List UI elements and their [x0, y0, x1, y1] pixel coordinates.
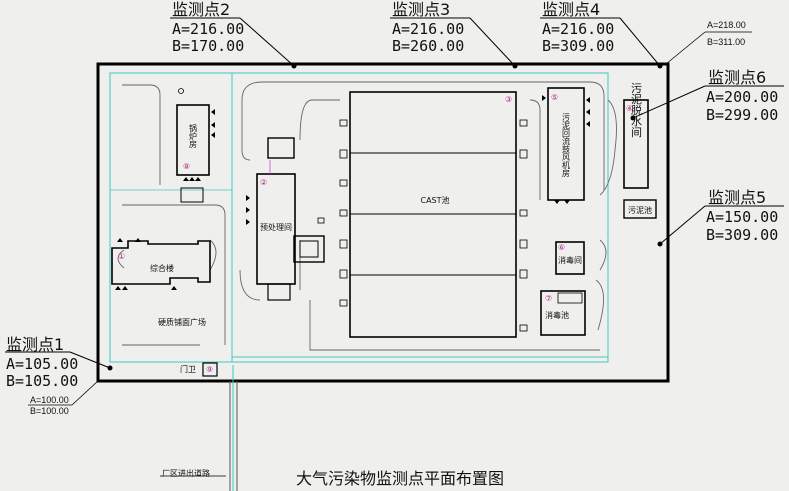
svg-text:A=216.00: A=216.00 [172, 20, 244, 38]
svg-text:B=100.00: B=100.00 [30, 406, 69, 416]
monitoring-point-6: 监测点6 A=200.00 B=299.00 [630, 68, 784, 124]
plaza-label: 硬质铺面广场 [158, 317, 206, 327]
boiler-room [176, 88, 215, 203]
monitoring-point-3: 监测点3 A=216.00 B=260.00 [390, 0, 518, 69]
road-label: 厂区进出道路 [162, 468, 210, 478]
disinfection-pool [540, 290, 586, 336]
circle-num-6: ⑥ [558, 243, 565, 252]
corner-top-right: A=218.00 B=311.00 [665, 20, 752, 65]
monitoring-point-5: 监测点5 A=150.00 B=309.00 [657, 188, 784, 247]
svg-text:B=299.00: B=299.00 [706, 106, 778, 124]
circle-num-9: ⑨ [206, 365, 213, 374]
circle-num-5: ⑤ [551, 93, 558, 102]
svg-text:A=216.00: A=216.00 [542, 20, 614, 38]
svg-text:监测点3: 监测点3 [392, 0, 450, 19]
disinfection-room [555, 241, 585, 275]
office-building [111, 238, 211, 290]
monitoring-point-2: 监测点2 A=216.00 B=170.00 [170, 0, 297, 69]
circle-num-2: ② [260, 178, 267, 187]
sludge-pool-label: 污泥池 [628, 205, 652, 215]
pretreatment-building [246, 137, 325, 301]
blower-room [542, 87, 590, 204]
svg-text:A=105.00: A=105.00 [6, 355, 78, 373]
circle-num-7: ⑦ [545, 294, 552, 303]
disinfection-pool-label: 消毒池 [545, 310, 569, 320]
cast-tank [317, 91, 528, 338]
svg-text:A=218.00: A=218.00 [707, 20, 746, 30]
svg-text:监测点2: 监测点2 [172, 0, 230, 19]
pretreatment-label: 预处理间 [260, 222, 292, 232]
circle-num-3: ③ [505, 95, 512, 104]
svg-text:监测点1: 监测点1 [6, 335, 64, 354]
entrance-road [229, 365, 238, 491]
dewatering-label: 污泥脱水间 [630, 82, 643, 138]
gate-label: 门卫 [180, 364, 196, 374]
svg-text:B=260.00: B=260.00 [392, 37, 464, 55]
boiler-room-label: 锅炉房 [189, 123, 198, 149]
gate-house [202, 362, 218, 377]
circle-num-4: ④ [626, 104, 633, 113]
sludge-pool [623, 199, 657, 219]
dewatering-room [623, 99, 649, 189]
svg-text:监测点5: 监测点5 [708, 188, 766, 207]
svg-text:监测点6: 监测点6 [708, 68, 766, 87]
svg-text:B=309.00: B=309.00 [542, 37, 614, 55]
svg-text:监测点4: 监测点4 [542, 0, 600, 19]
monitoring-point-4: 监测点4 A=216.00 B=309.00 [540, 0, 663, 69]
disinfection-room-label: 消毒间 [558, 255, 582, 265]
svg-text:B=311.00: B=311.00 [707, 37, 745, 47]
svg-text:B=309.00: B=309.00 [706, 226, 778, 244]
svg-text:A=216.00: A=216.00 [392, 20, 464, 38]
corner-bottom-left: A=100.00 B=100.00 [28, 380, 99, 416]
svg-text:B=170.00: B=170.00 [172, 37, 244, 55]
blower-room-label: 污泥回流鼓风机房 [562, 112, 571, 178]
circle-num-8: ⑧ [183, 162, 190, 171]
svg-text:A=100.00: A=100.00 [30, 395, 69, 405]
site-boundary [96, 62, 670, 383]
diagram-caption: 大气污染物监测点平面布置图 [296, 469, 504, 488]
svg-text:A=200.00: A=200.00 [706, 88, 778, 106]
office-label: 综合楼 [150, 263, 174, 273]
svg-text:A=150.00: A=150.00 [706, 208, 778, 226]
monitoring-point-1: 监测点1 A=105.00 B=105.00 [5, 335, 113, 390]
circle-num-1: ① [118, 252, 125, 261]
svg-text:B=105.00: B=105.00 [6, 372, 78, 390]
inner-boundary [109, 72, 609, 363]
cast-label: CAST池 [420, 195, 449, 205]
